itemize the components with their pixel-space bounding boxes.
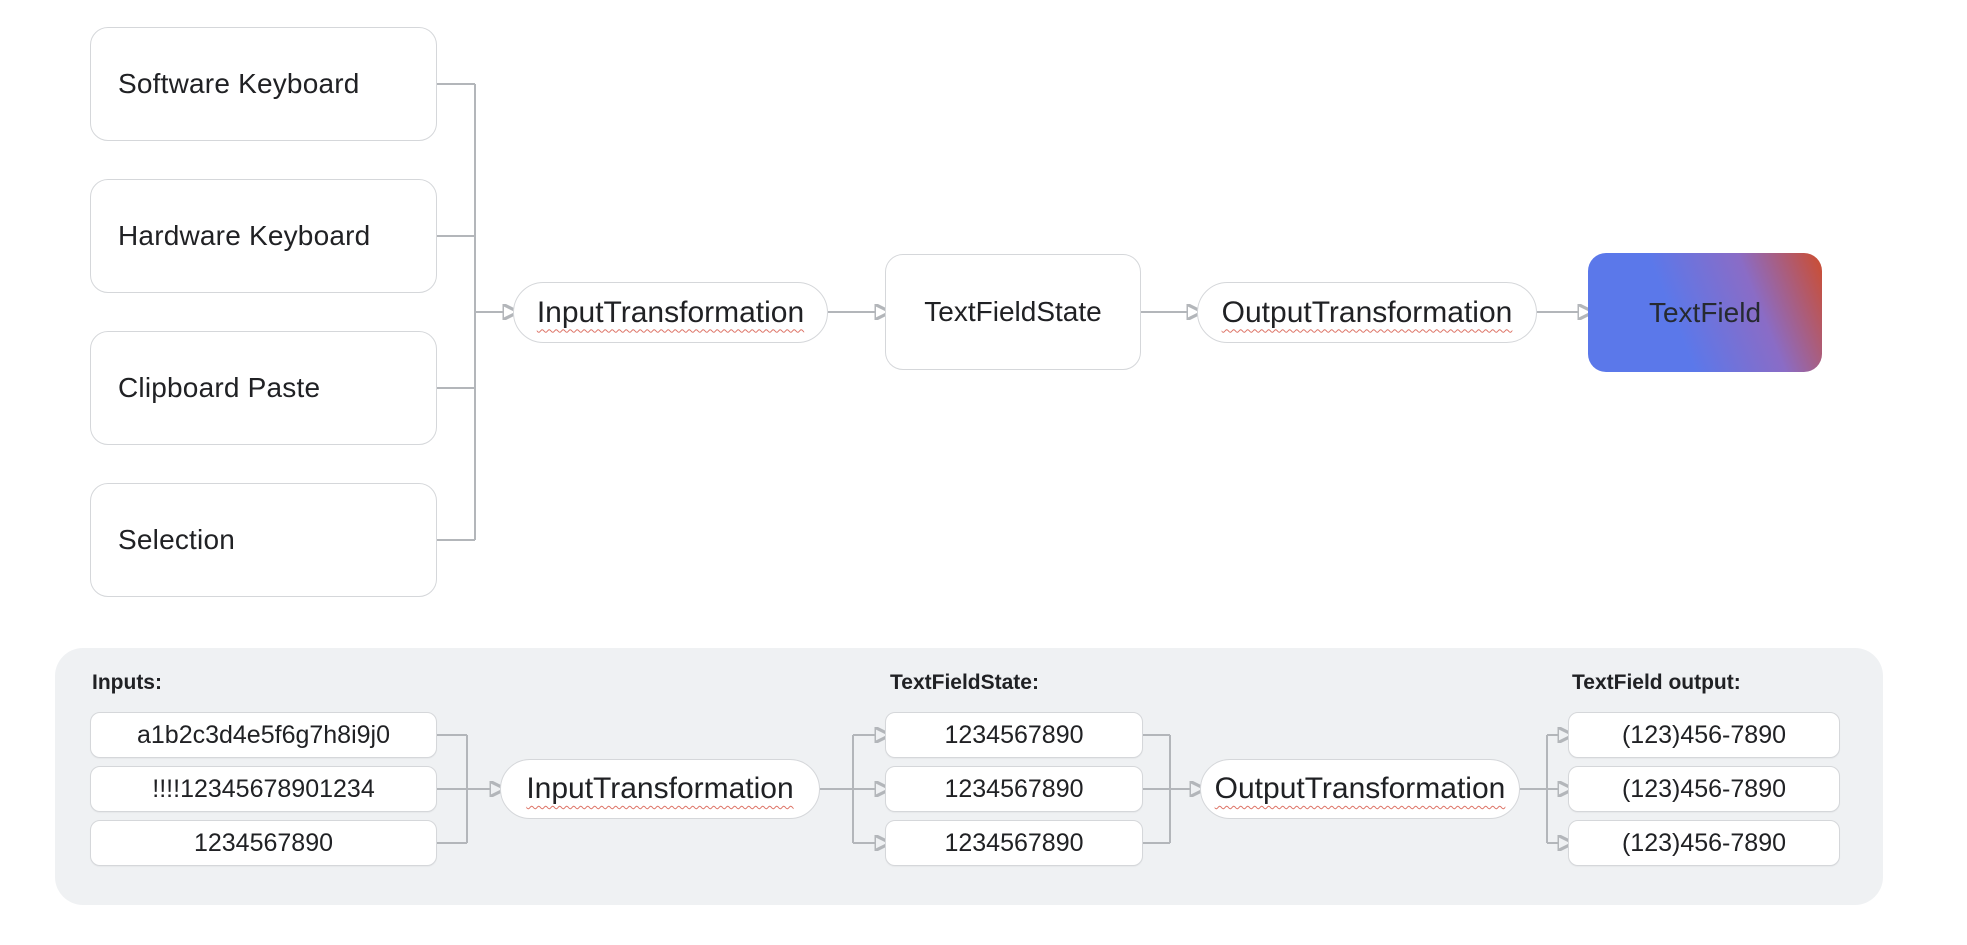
source-label: Hardware Keyboard bbox=[118, 220, 371, 251]
output-header: TextField output: bbox=[1572, 671, 1741, 694]
state-value: 1234567890 bbox=[944, 774, 1084, 803]
input-value-box: 1234567890 bbox=[90, 820, 437, 866]
source-box-clipboard-paste: Clipboard Paste bbox=[90, 331, 437, 445]
input-transformation-label: InputTransformation bbox=[526, 772, 794, 805]
output-transformation-pill: OutputTransformation bbox=[1197, 282, 1537, 343]
source-box-selection: Selection bbox=[90, 483, 437, 597]
state-value-box: 1234567890 bbox=[885, 712, 1143, 758]
output-value-box: (123)456-7890 bbox=[1568, 712, 1840, 758]
input-value: !!!!12345678901234 bbox=[152, 774, 375, 803]
state-header: TextFieldState: bbox=[890, 671, 1039, 694]
output-value: (123)456-7890 bbox=[1621, 720, 1786, 749]
panel-output-transformation-pill: OutputTransformation bbox=[1200, 759, 1520, 819]
input-value-box: a1b2c3d4e5f6g7h8i9j0 bbox=[90, 712, 437, 758]
output-transformation-label: OutputTransformation bbox=[1221, 295, 1513, 329]
textfield-label: TextField bbox=[1648, 296, 1762, 328]
textfieldstate-label: TextFieldState bbox=[924, 296, 1102, 327]
state-value-box: 1234567890 bbox=[885, 820, 1143, 866]
input-transformation-label: InputTransformation bbox=[536, 295, 805, 329]
source-label: Selection bbox=[118, 524, 235, 555]
output-value-box: (123)456-7890 bbox=[1568, 766, 1840, 812]
input-transformation-pill: InputTransformation bbox=[513, 282, 828, 343]
state-value: 1234567890 bbox=[944, 828, 1084, 857]
source-label: Software Keyboard bbox=[118, 68, 360, 99]
source-box-hardware-keyboard: Hardware Keyboard bbox=[90, 179, 437, 293]
state-value-box: 1234567890 bbox=[885, 766, 1143, 812]
input-value: 1234567890 bbox=[193, 828, 334, 857]
input-value-box: !!!!12345678901234 bbox=[90, 766, 437, 812]
input-value: a1b2c3d4e5f6g7h8i9j0 bbox=[136, 720, 390, 749]
textfield-gradient-box: TextField bbox=[1588, 253, 1822, 372]
output-value: (123)456-7890 bbox=[1621, 774, 1786, 803]
output-transformation-label: OutputTransformation bbox=[1214, 772, 1506, 805]
source-box-software-keyboard: Software Keyboard bbox=[90, 27, 437, 141]
inputs-header: Inputs: bbox=[92, 671, 162, 694]
textfieldstate-box: TextFieldState bbox=[885, 254, 1141, 370]
panel-input-transformation-pill: InputTransformation bbox=[500, 759, 820, 819]
output-value-box: (123)456-7890 bbox=[1568, 820, 1840, 866]
state-value: 1234567890 bbox=[944, 720, 1084, 749]
output-value: (123)456-7890 bbox=[1621, 828, 1786, 857]
source-label: Clipboard Paste bbox=[118, 372, 321, 403]
